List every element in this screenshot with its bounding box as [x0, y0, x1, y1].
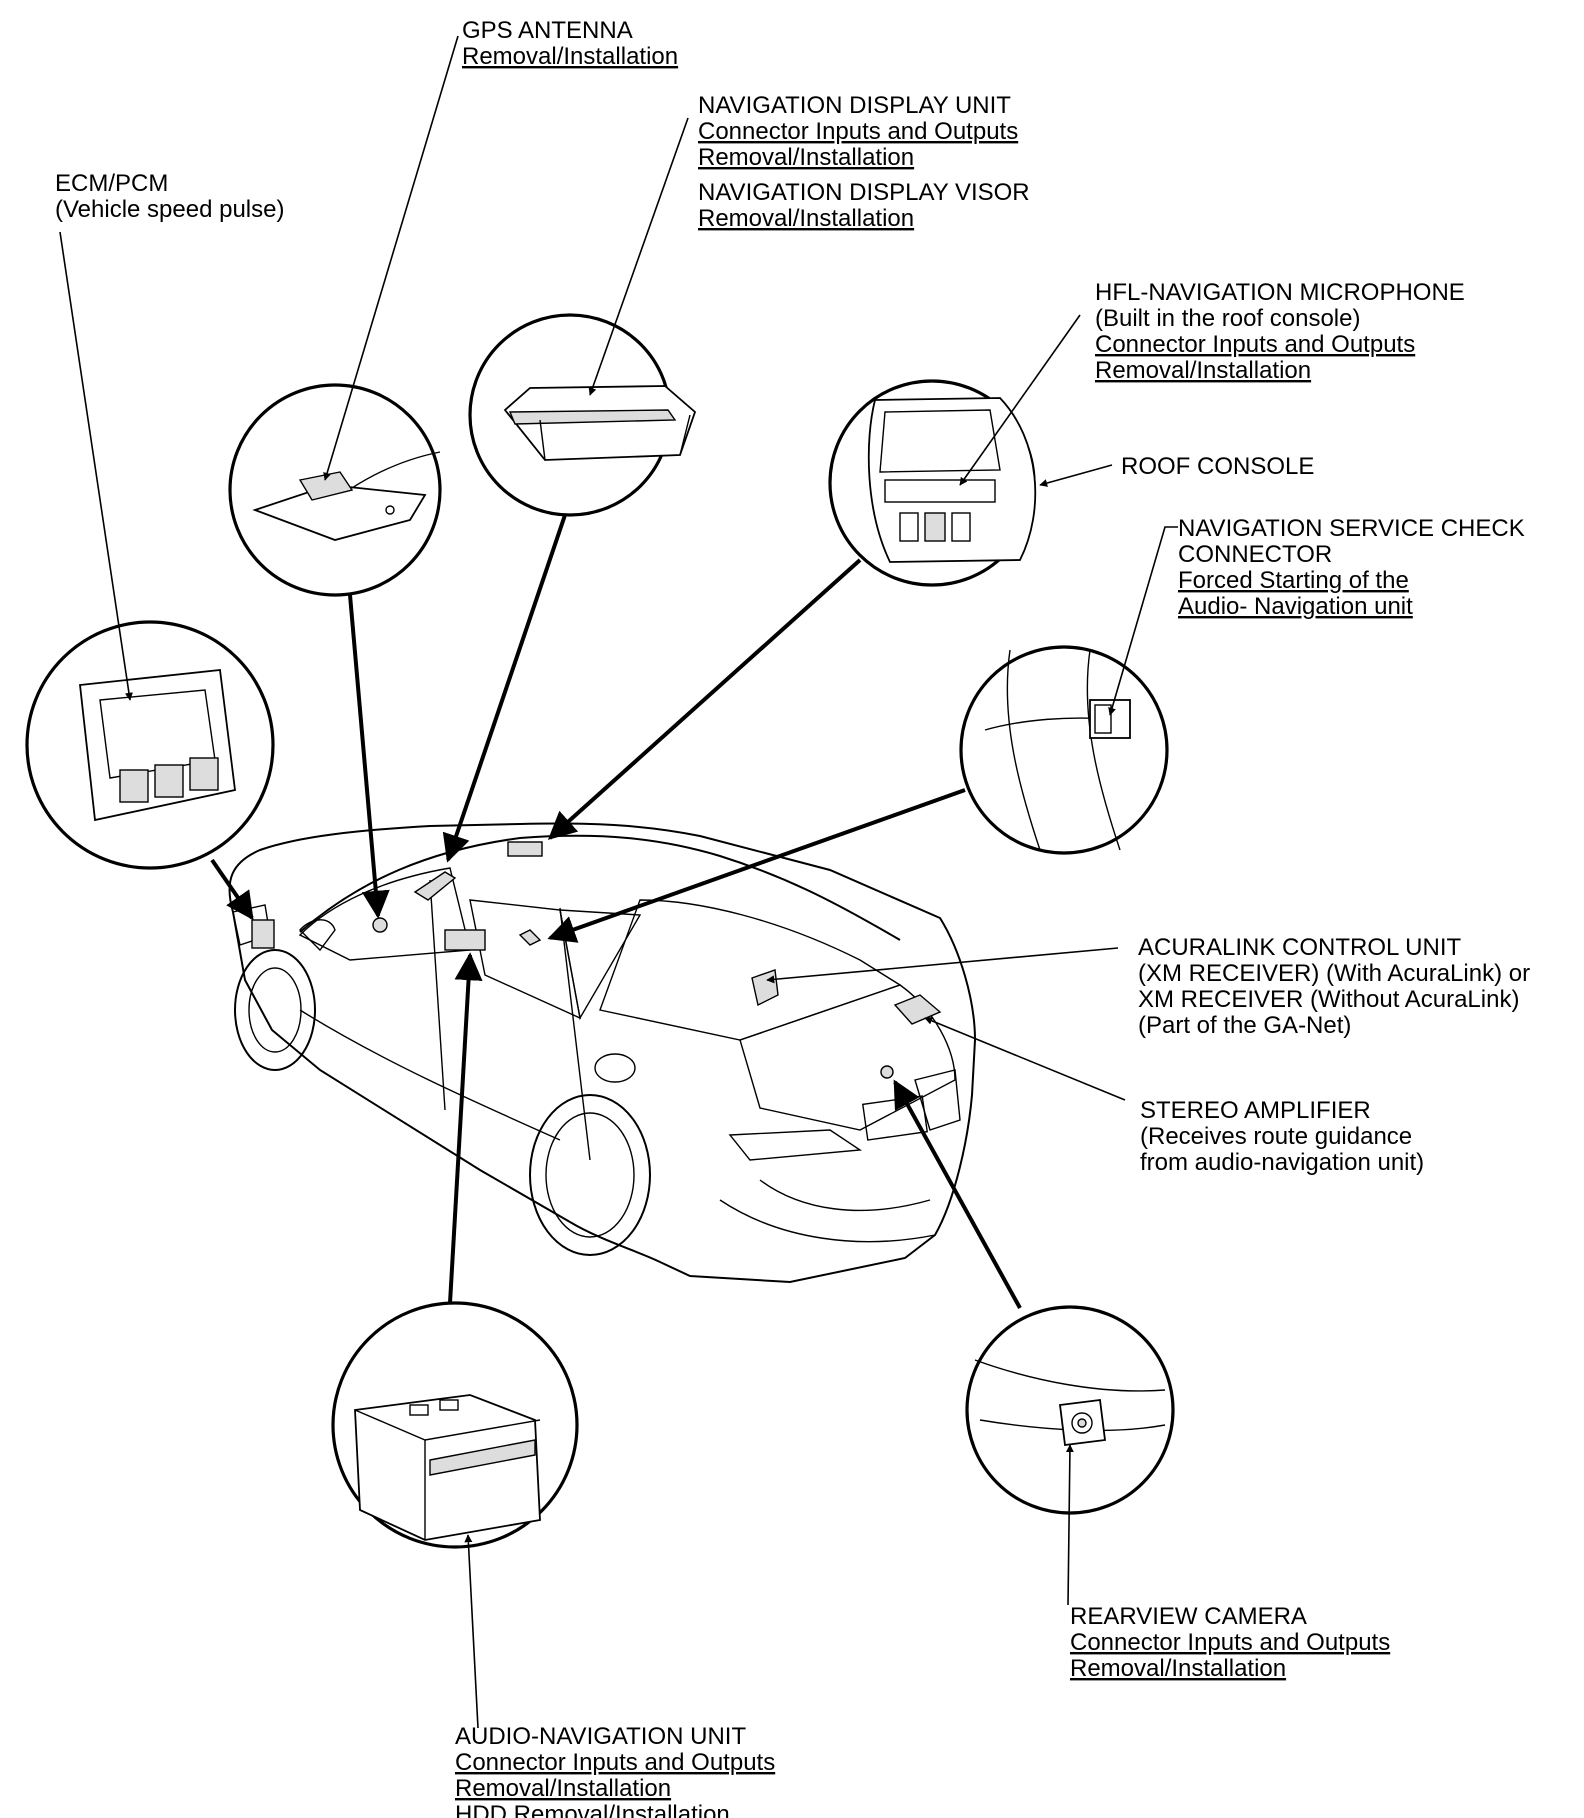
car-component-markers	[251, 841, 942, 1079]
gps-antenna-label: GPS ANTENNA Removal/Installation	[462, 17, 678, 70]
audio-nav-connector-link[interactable]: Connector Inputs and Outputs	[455, 1749, 775, 1776]
hfl-mic-connector-link[interactable]: Connector Inputs and Outputs	[1095, 331, 1415, 358]
service-check-connector-detail	[959, 645, 1169, 855]
service-check-marker	[518, 929, 542, 946]
ecm-pcm-detail	[25, 620, 275, 870]
ecm-pcm-note: (Vehicle speed pulse)	[55, 196, 284, 223]
stereo-amp-title: STEREO AMPLIFIER	[1140, 1097, 1371, 1124]
gps-antenna-title: GPS ANTENNA	[462, 17, 633, 44]
nav-display-removal-link[interactable]: Removal/Installation	[698, 144, 914, 171]
gps-marker	[372, 917, 388, 933]
ecm-pcm-title: ECM/PCM	[55, 170, 168, 197]
gps-antenna-removal-link[interactable]: Removal/Installation	[462, 43, 678, 70]
acuralink-label: ACURALINK CONTROL UNIT (XM RECEIVER) (Wi…	[1138, 934, 1537, 1039]
hfl-mic-title: HFL-NAVIGATION MICROPHONE	[1095, 279, 1465, 306]
nav-visor-removal-link[interactable]: Removal/Installation	[698, 205, 914, 232]
audio-nav-marker	[444, 929, 486, 951]
acuralink-note-1: (XM RECEIVER) (With AcuraLink) or	[1138, 960, 1530, 987]
roof-console-label: ROOF CONSOLE	[1121, 453, 1314, 480]
leader-lines	[59, 35, 1178, 1729]
acuralink-note-3: (Part of the GA-Net)	[1138, 1012, 1351, 1039]
audio-navigation-unit-detail	[331, 1301, 579, 1549]
amplifier-marker	[893, 994, 942, 1025]
roof-console-marker	[507, 841, 543, 857]
forced-starting-link[interactable]: Forced Starting of the	[1178, 567, 1409, 594]
acuralink-marker	[751, 969, 779, 1007]
service-check-label: NAVIGATION SERVICE CHECK CONNECTOR Force…	[1178, 515, 1531, 620]
camera-marker	[880, 1065, 894, 1079]
audio-nav-removal-link[interactable]: Removal/Installation	[455, 1775, 671, 1802]
navigation-display-detail	[468, 313, 697, 517]
ecm-marker	[251, 919, 275, 949]
ecm-pcm-label: ECM/PCM (Vehicle speed pulse)	[55, 170, 284, 223]
nav-display-title: NAVIGATION DISPLAY UNIT	[698, 92, 1011, 119]
acuralink-title: ACURALINK CONTROL UNIT	[1138, 934, 1461, 961]
navigation-display-label: NAVIGATION DISPLAY UNIT Connector Inputs…	[698, 92, 1036, 232]
audio-nav-hdd-link[interactable]: HDD Removal/Installation	[455, 1801, 730, 1818]
rear-camera-connector-link[interactable]: Connector Inputs and Outputs	[1070, 1629, 1390, 1656]
hfl-mic-removal-link[interactable]: Removal/Installation	[1095, 357, 1311, 384]
rearview-camera-detail	[965, 1305, 1175, 1515]
nav-display-connector-link[interactable]: Connector Inputs and Outputs	[698, 118, 1018, 145]
vehicle-outline	[228, 822, 977, 1284]
stereo-amplifier-label: STEREO AMPLIFIER (Receives route guidanc…	[1140, 1097, 1424, 1176]
stereo-amp-note-1: (Receives route guidance	[1140, 1123, 1412, 1150]
roof-console-detail	[828, 379, 1037, 587]
hfl-mic-note: (Built in the roof console)	[1095, 305, 1360, 332]
roof-console-title: ROOF CONSOLE	[1121, 453, 1314, 480]
nav-visor-title: NAVIGATION DISPLAY VISOR	[698, 179, 1030, 206]
acuralink-note-2: XM RECEIVER (Without AcuraLink)	[1138, 986, 1519, 1013]
rearview-camera-label: REARVIEW CAMERA Connector Inputs and Out…	[1070, 1603, 1397, 1682]
gps-antenna-detail	[228, 383, 442, 597]
rear-camera-removal-link[interactable]: Removal/Installation	[1070, 1655, 1286, 1682]
audio-navigation-label: AUDIO-NAVIGATION UNIT Connector Inputs a…	[455, 1723, 782, 1818]
hfl-microphone-label: HFL-NAVIGATION MICROPHONE (Built in the …	[1095, 279, 1471, 384]
service-check-title-2: CONNECTOR	[1178, 541, 1332, 568]
rear-camera-title: REARVIEW CAMERA	[1070, 1603, 1307, 1630]
display-marker	[413, 871, 457, 901]
stereo-amp-note-2: from audio-navigation unit)	[1140, 1149, 1424, 1176]
audio-nav-title: AUDIO-NAVIGATION UNIT	[455, 1723, 746, 1750]
forced-starting-link-2[interactable]: Audio- Navigation unit	[1178, 593, 1413, 620]
service-check-title: NAVIGATION SERVICE CHECK	[1178, 515, 1525, 542]
